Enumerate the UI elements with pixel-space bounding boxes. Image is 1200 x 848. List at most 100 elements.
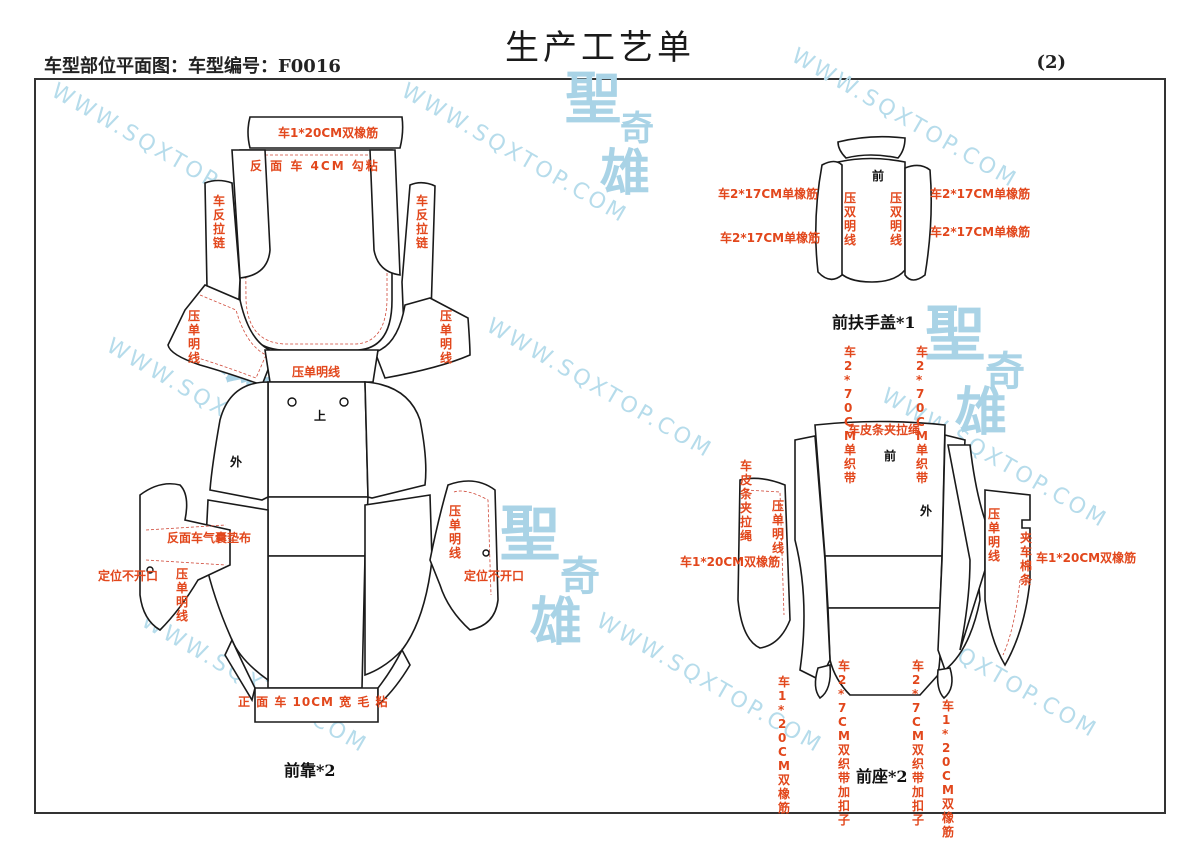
backrest-hole-left (287, 397, 297, 407)
vertical-char: 0 (916, 401, 924, 415)
vertical-char: 织 (912, 756, 924, 771)
vertical-char: 链 (213, 235, 226, 250)
seat-label-right-cotton: 夹 车棉条 (1019, 530, 1036, 587)
vertical-char: 双 (912, 743, 924, 757)
backrest-bottom-band (254, 687, 379, 723)
vertical-char: 双 (838, 743, 850, 757)
vertical-char: 筋 (777, 800, 790, 815)
vertical-char: 筋 (941, 824, 954, 839)
vertical-char: 带 (912, 770, 924, 785)
backrest-upper-right-flap (369, 149, 401, 276)
vertical-char: 子 (912, 813, 924, 827)
seat-label-left-band: 车1*20CM双橡筋 (680, 554, 780, 569)
vertical-char: 明 (988, 535, 1000, 549)
armrest-label-left-top: 车2*17CM单橡筋 (718, 186, 818, 201)
label-airbag: 反面车气囊垫布 (167, 530, 251, 545)
vertical-char: 明 (844, 219, 856, 233)
vertical-char: 夹 (740, 500, 752, 515)
armrest-right-piece (904, 164, 933, 281)
vertical-char: C (844, 415, 853, 429)
vertical-char: 明 (440, 337, 452, 351)
vertical-char: 单 (844, 442, 856, 457)
vertical-char: 明 (890, 219, 902, 233)
vertical-char: 7 (844, 387, 852, 401)
vertical-char: 带 (916, 470, 928, 485)
backrest-center-panel (267, 381, 369, 498)
svg-text:聖: 聖 (565, 66, 621, 132)
seat-label-left-clip-rope: 车 皮条夹拉绳 (739, 458, 756, 543)
logo-watermark-3: 聖 奇 雄 (925, 300, 1025, 443)
label-right-pos: 定位不开口 (464, 568, 524, 583)
backrest-pattern: 车1*20CM双橡筋 反 面 车 4CM 勾粘 车 反拉链 车 反拉链 压 单明… (98, 116, 524, 780)
seat-label-right-single: 压 单明线 (988, 507, 1004, 563)
vertical-char: 单 (176, 580, 188, 595)
vertical-char: 单 (916, 442, 928, 457)
svg-text:雄: 雄 (530, 592, 582, 653)
vertical-char: 车 (1020, 544, 1032, 559)
label-left-pos: 定位不开口 (98, 568, 158, 583)
vertical-char: * (912, 687, 919, 701)
vertical-char: 织 (838, 756, 850, 771)
vertical-char: * (942, 727, 949, 741)
vertical-char: 线 (188, 350, 200, 365)
label-right-zip: 车 反拉链 (416, 193, 432, 250)
backrest-side-hole-left (146, 566, 154, 574)
backrest-left-wing (167, 284, 277, 387)
vertical-char: 拉 (213, 221, 225, 236)
vertical-char: 条 (1019, 572, 1033, 587)
armrest-left-piece (814, 160, 843, 281)
vertical-char: 7 (916, 387, 924, 401)
vertical-char: 扣 (912, 798, 924, 813)
vertical-char: 2 (916, 359, 924, 373)
svg-text:聖: 聖 (925, 300, 985, 370)
svg-text:奇: 奇 (620, 109, 654, 149)
vertical-char: 橡 (778, 786, 791, 801)
vertical-char: 链 (416, 235, 429, 250)
vertical-char: 带 (838, 770, 850, 785)
seat-bottom-left-tie (814, 663, 832, 700)
label-left-single-2: 压 单明线 (176, 567, 192, 623)
armrest-center-piece (837, 157, 906, 283)
backrest-right-wing (373, 297, 471, 379)
label-glue: 反 面 车 4CM 勾粘 (250, 158, 380, 173)
vertical-char: * (838, 687, 845, 701)
vertical-char: C (942, 769, 951, 783)
armrest-top-piece (837, 135, 906, 159)
vertical-char: 线 (890, 232, 902, 247)
backrest-side-hole-right (482, 549, 490, 557)
model-subtitle: 车型部位平面图：车型编号：F0016 (44, 56, 341, 77)
vertical-char: M (838, 729, 850, 743)
vertical-char: C (778, 745, 787, 759)
backrest-left-shoulder (209, 381, 269, 501)
label-out: 外 (230, 454, 242, 469)
vertical-char: M (778, 759, 790, 773)
vertical-char: 反 (416, 207, 428, 222)
vertical-char: 绳 (740, 528, 752, 543)
vertical-char: 单 (772, 512, 784, 527)
vertical-char: 双 (942, 797, 954, 811)
logo-watermark-4: 聖 奇 雄 (500, 500, 600, 653)
backrest-center-panel-2 (267, 496, 369, 557)
seat-right-outer-skirt (947, 444, 986, 651)
armrest-pattern: 前 车2*17CM单橡筋 车2*17CM单橡筋 车2*17CM单橡筋 车2*17… (718, 135, 1030, 332)
vertical-char: 7 (912, 701, 920, 715)
vertical-char: 线 (988, 548, 1000, 563)
seat-label-right-band: 车1*20CM双橡筋 (1036, 550, 1136, 565)
armrest-label-right-bottom: 车2*17CM单橡筋 (930, 224, 1030, 239)
svg-text:聖: 聖 (500, 500, 560, 570)
svg-text:奇: 奇 (985, 348, 1025, 395)
armrest-label-right-top: 车2*17CM单橡筋 (930, 186, 1030, 201)
vertical-char: 单 (188, 322, 200, 337)
vertical-char: 明 (772, 527, 784, 541)
watermark-text: WWW.SQXTOP.COM (482, 314, 717, 464)
page-title: 生产工艺单 (505, 28, 695, 68)
vertical-char: 皮 (739, 472, 752, 487)
vertical-char: 织 (844, 456, 856, 471)
vertical-char: 单 (988, 520, 1000, 535)
backrest-right-shoulder (364, 381, 427, 499)
